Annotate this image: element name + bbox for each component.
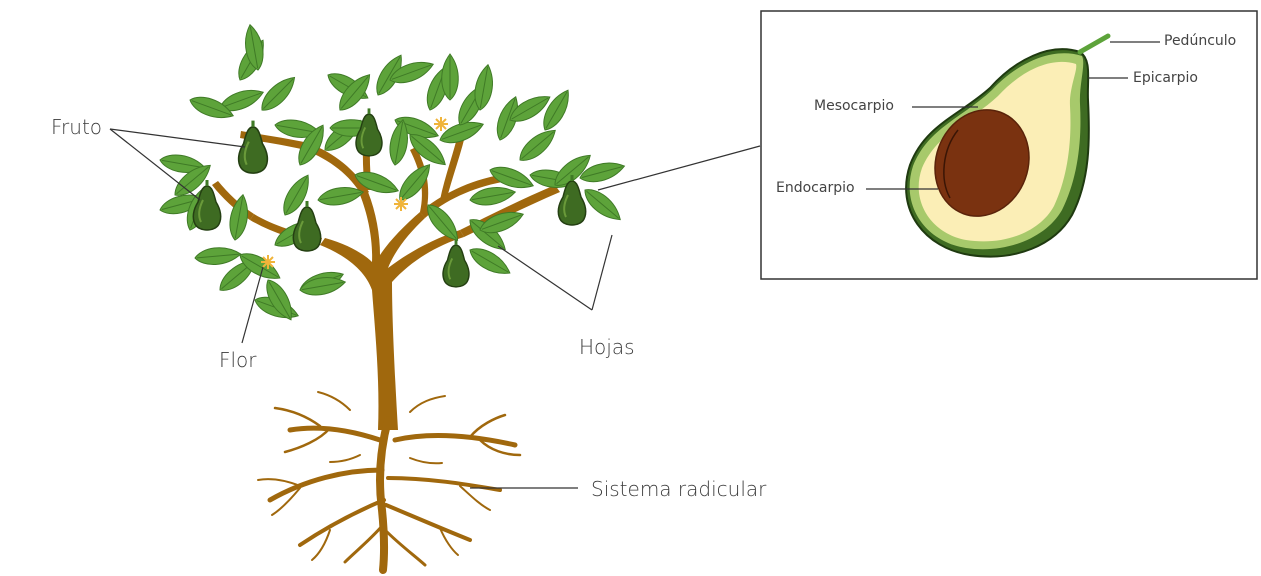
label-pedunculo: Pedúnculo [1164, 33, 1236, 49]
label-mesocarpio: Mesocarpio [814, 98, 894, 114]
label-fruto: Fruto [51, 115, 102, 139]
label-sistema-radicular: Sistema radicular [591, 477, 766, 501]
label-flor: Flor [219, 348, 257, 372]
root-system [258, 392, 520, 570]
label-epicarpio: Epicarpio [1133, 70, 1198, 86]
label-hojas: Hojas [579, 335, 635, 359]
label-endocarpio: Endocarpio [776, 180, 855, 196]
